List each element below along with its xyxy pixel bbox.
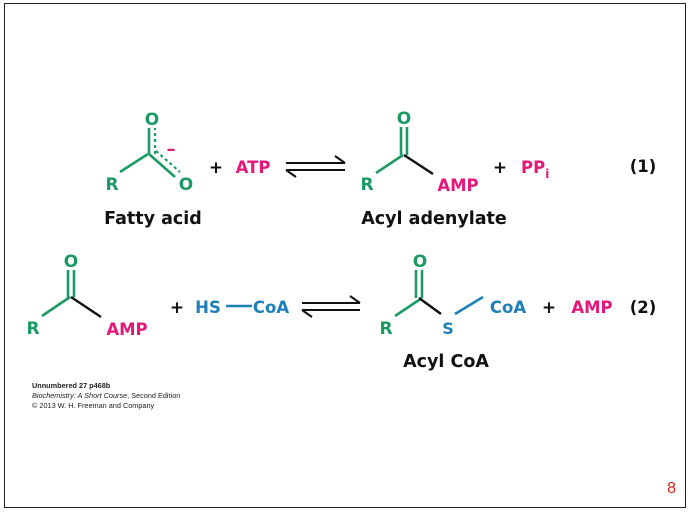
figure-credit: Unnumbered 27 p468b Biochemistry: A Shor… xyxy=(32,381,180,411)
acyl-coa-caption: Acyl CoA xyxy=(403,352,489,372)
fatty-acid-o-bottom: O xyxy=(179,175,193,195)
r-bond xyxy=(119,152,149,174)
c-amp-bond xyxy=(70,296,102,318)
credit-edition: , Second Edition xyxy=(127,391,181,400)
c-s-bond xyxy=(418,297,442,315)
ppi-label: PPi xyxy=(521,158,549,181)
credit-copyright: © 2013 W. H. Freeman and Company xyxy=(32,401,155,410)
c-o-bottom-bond xyxy=(148,153,176,178)
r-bond xyxy=(41,295,71,318)
acyl-adenylate-structure: O R AMP xyxy=(360,109,478,195)
plus-sign: + xyxy=(493,158,507,178)
acyl-adenylate-o: O xyxy=(397,109,411,129)
acyl-adenylate-reactant-structure: O R AMP xyxy=(26,252,147,339)
s-coa-bond xyxy=(454,295,484,316)
acyl-adenylate-r: R xyxy=(360,175,373,195)
acyl-coa-o: O xyxy=(413,252,427,272)
reactant-r: R xyxy=(26,319,39,339)
slide-frame xyxy=(4,3,686,508)
fatty-acid-o-top: O xyxy=(145,110,159,130)
acyl-coa-s: S xyxy=(442,319,454,338)
atp-label: ATP xyxy=(236,158,271,177)
coa-label: CoA xyxy=(253,298,289,317)
r-bond xyxy=(375,153,404,175)
hs-label: HS xyxy=(195,298,221,317)
reaction-number-1: (1) xyxy=(630,157,657,176)
credit-figure-id: Unnumbered 27 p468b xyxy=(32,381,111,390)
reaction-number-2: (2) xyxy=(630,298,657,317)
credit-book-title: Biochemistry: A Short Course xyxy=(32,391,128,400)
plus-sign: + xyxy=(542,298,556,318)
acyl-adenylate-caption: Acyl adenylate xyxy=(361,209,507,229)
amp-product-label: AMP xyxy=(571,298,612,317)
plus-sign: + xyxy=(170,298,184,318)
fatty-acid-caption: Fatty acid xyxy=(104,209,202,229)
fatty-acid-charge: – xyxy=(167,139,176,160)
fatty-acid-structure: O O – R xyxy=(105,110,193,195)
equilibrium-arrows-1 xyxy=(285,155,346,178)
credit-book: Biochemistry: A Short Course, Second Edi… xyxy=(32,391,180,401)
acyl-coa-coa: CoA xyxy=(490,298,526,317)
acyl-adenylate-amp: AMP xyxy=(437,176,478,195)
reactant-o: O xyxy=(64,252,78,272)
fatty-acid-r: R xyxy=(105,175,118,195)
c-o-bottom-dashed-bond xyxy=(155,150,181,173)
equilibrium-arrows-2 xyxy=(301,295,361,318)
c-amp-bond xyxy=(403,153,434,176)
acyl-coa-r: R xyxy=(379,319,392,339)
plus-sign: + xyxy=(209,158,223,178)
reactant-amp: AMP xyxy=(106,320,147,339)
acyl-coa-structure: O R S CoA xyxy=(379,252,526,339)
page-number: 8 xyxy=(667,480,676,497)
r-bond xyxy=(394,296,423,318)
